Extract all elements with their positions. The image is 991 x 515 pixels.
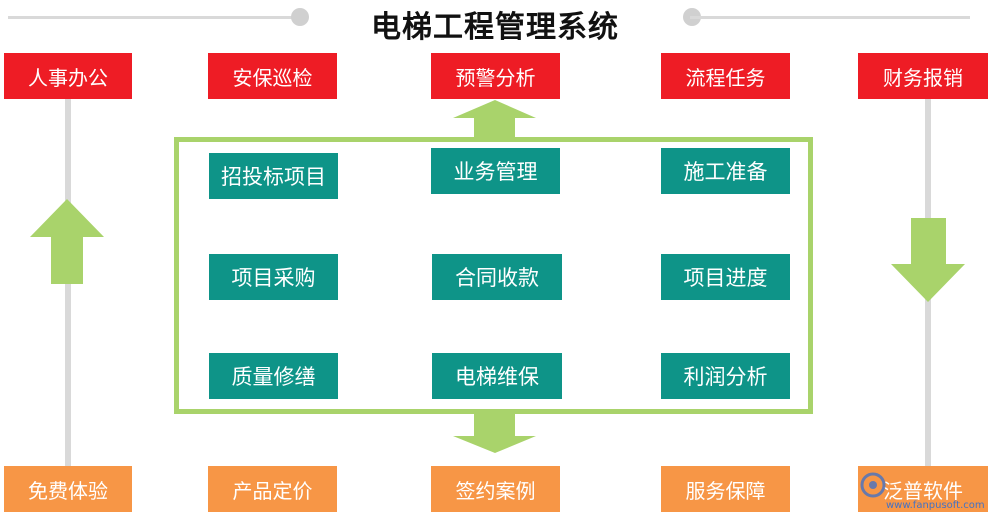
module-contract-collection[interactable]: 合同收款 xyxy=(432,254,562,300)
module-free-trial[interactable]: 免费体验 xyxy=(4,466,132,512)
module-construction-prep[interactable]: 施工准备 xyxy=(661,148,790,194)
watermark-url: www.fanpusoft.com xyxy=(886,500,985,511)
page-title: 电梯工程管理系统 xyxy=(371,10,619,45)
module-business-management[interactable]: 业务管理 xyxy=(431,148,560,194)
logo-icon xyxy=(860,472,886,498)
module-project-progress[interactable]: 项目进度 xyxy=(661,254,790,300)
module-process-tasks[interactable]: 流程任务 xyxy=(661,53,790,99)
center-up-arrow-icon xyxy=(453,100,536,139)
module-bidding-projects[interactable]: 招投标项目 xyxy=(209,153,338,199)
module-fanpu-software[interactable]: 泛普软件 xyxy=(858,466,988,512)
core-modules-frame xyxy=(174,137,813,414)
module-quality-repair[interactable]: 质量修缮 xyxy=(209,353,338,399)
title-left-dot xyxy=(291,8,309,26)
module-elevator-maintenance[interactable]: 电梯维保 xyxy=(432,353,562,399)
module-project-procurement[interactable]: 项目采购 xyxy=(209,254,338,300)
module-finance-reimbursement[interactable]: 财务报销 xyxy=(858,53,988,99)
module-pricing[interactable]: 产品定价 xyxy=(208,466,337,512)
module-profit-analysis[interactable]: 利润分析 xyxy=(661,353,790,399)
title-left-line xyxy=(8,16,298,19)
title-right-line xyxy=(690,16,970,19)
module-signed-cases[interactable]: 签约案例 xyxy=(431,466,560,512)
left-up-arrow-icon xyxy=(30,199,104,284)
module-service-assurance[interactable]: 服务保障 xyxy=(661,466,790,512)
right-down-arrow-icon xyxy=(891,218,965,302)
center-down-arrow-icon xyxy=(453,414,536,453)
module-warning-analysis[interactable]: 预警分析 xyxy=(431,53,560,99)
module-hr-office[interactable]: 人事办公 xyxy=(4,53,132,99)
module-security-patrol[interactable]: 安保巡检 xyxy=(208,53,337,99)
